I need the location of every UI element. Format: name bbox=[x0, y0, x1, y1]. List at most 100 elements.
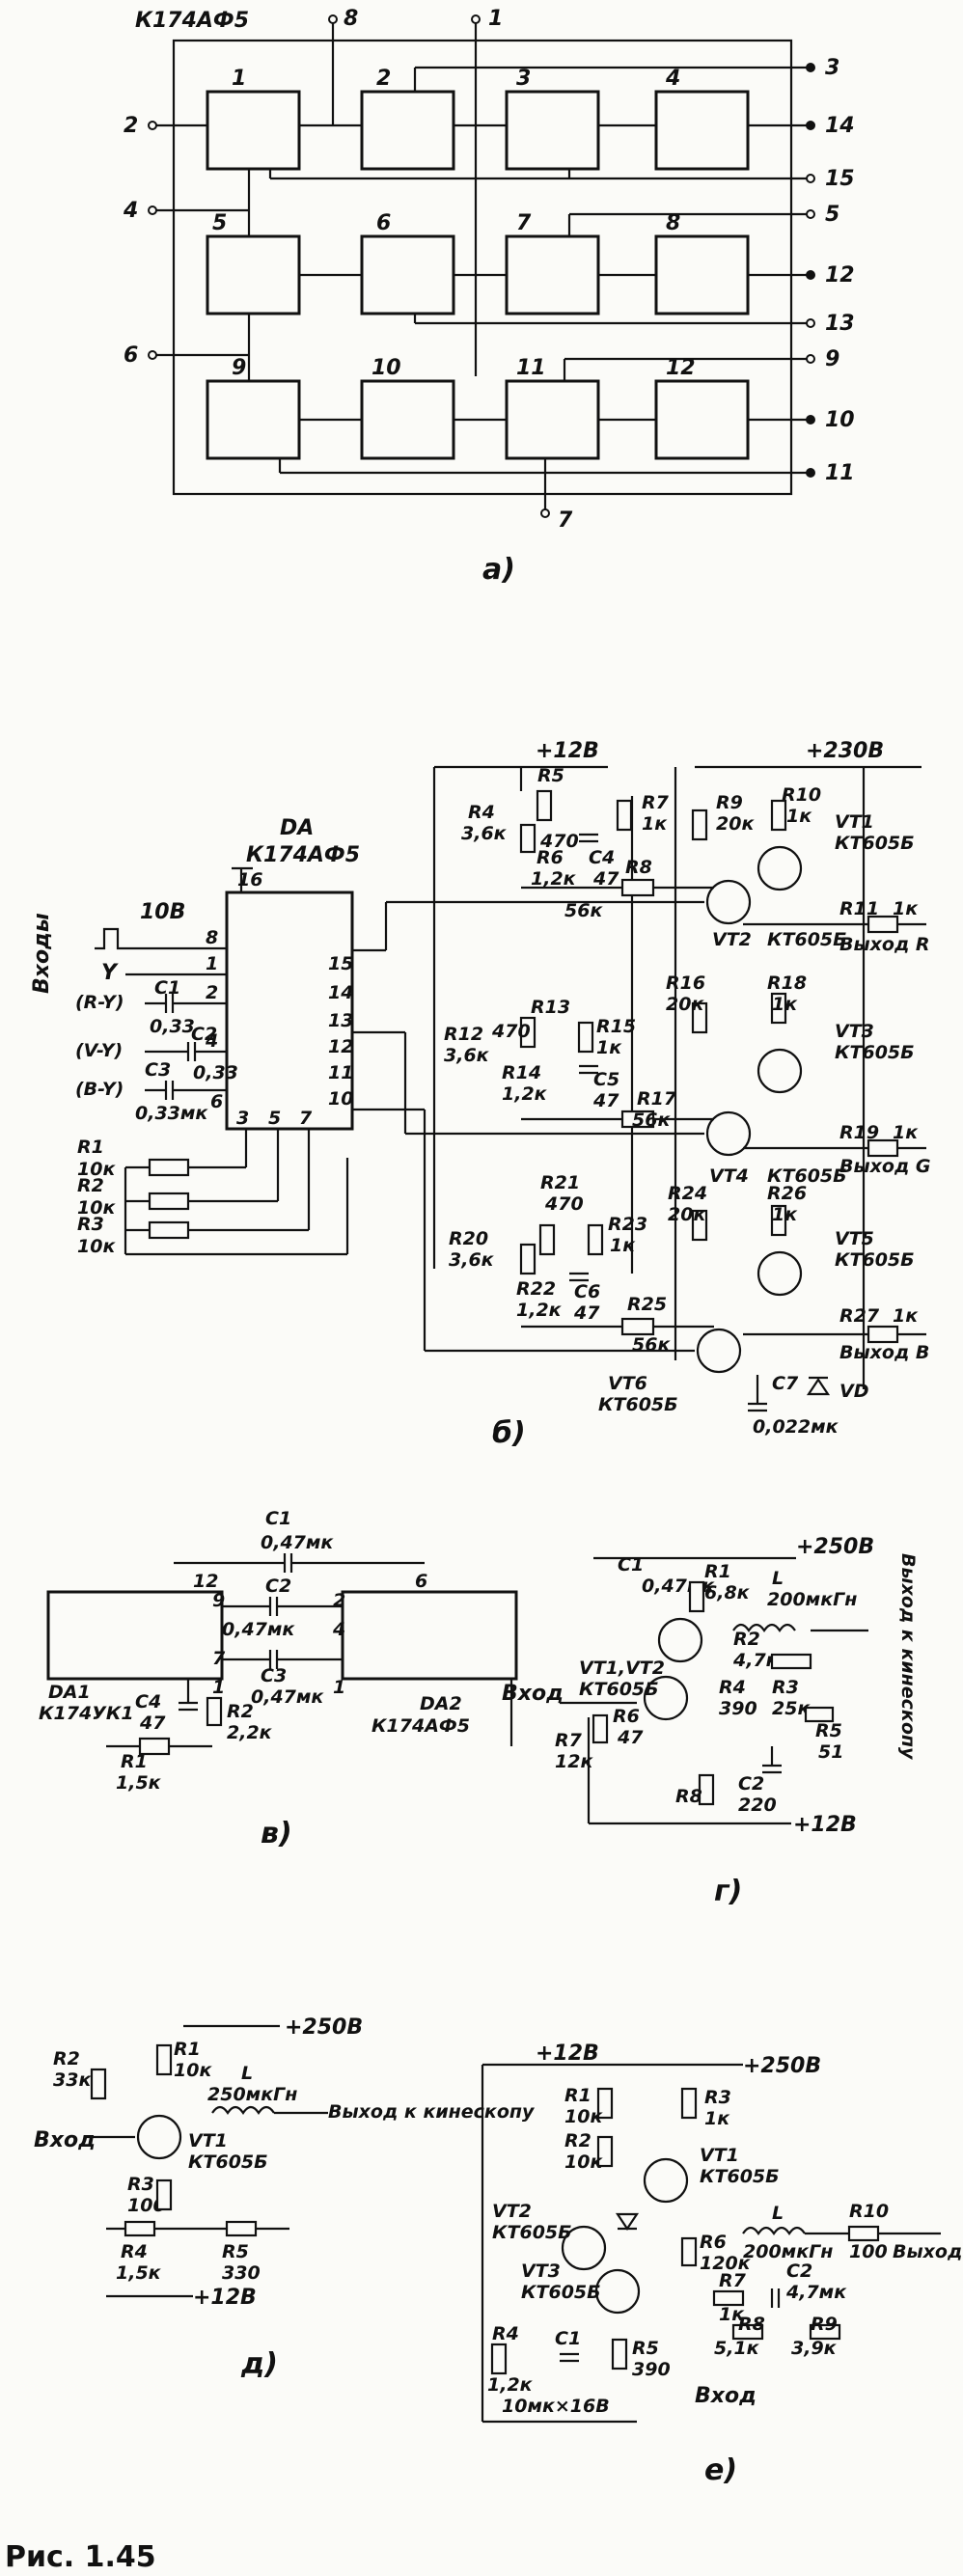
pulse-symbol bbox=[95, 927, 227, 950]
da2-ref: DA2 bbox=[420, 1693, 462, 1714]
c4-val: 47 bbox=[592, 868, 619, 890]
r1-ref: R1 bbox=[77, 1137, 104, 1158]
r4-val-d: 1,5к bbox=[116, 2262, 162, 2284]
r26-ref: R26 bbox=[767, 1183, 807, 1204]
r23-val: 1к bbox=[610, 1235, 636, 1256]
r7-ref-e: R7 bbox=[719, 2270, 747, 2291]
r2-ref-e: R2 bbox=[564, 2130, 592, 2151]
c4-val-v: 47 bbox=[139, 1713, 166, 1734]
c2-val-g: 220 bbox=[738, 1795, 777, 1816]
vt3-ref-e: VT3 bbox=[521, 2261, 561, 2282]
pin-da2-2: 2 bbox=[333, 1590, 345, 1611]
r7-val: 1к bbox=[642, 813, 668, 835]
r23-ref: R23 bbox=[608, 1214, 647, 1235]
pin-left-4: 4 bbox=[123, 199, 138, 223]
pin-da2-6: 6 bbox=[415, 1571, 427, 1592]
r5-ref: R5 bbox=[537, 765, 564, 786]
r7-val-g: 12к bbox=[555, 1751, 593, 1772]
block-3 bbox=[505, 90, 600, 171]
block-9-label: 9 bbox=[232, 356, 246, 380]
c2-ref-e: C2 bbox=[786, 2261, 812, 2282]
r4-val-e: 1,2к bbox=[487, 2374, 534, 2396]
r8-ref-e: R8 bbox=[738, 2314, 765, 2335]
c2-val-v: 0,47мк bbox=[222, 1619, 295, 1640]
l-val-g: 200мкГн bbox=[767, 1589, 857, 1610]
block-7-label: 7 bbox=[516, 211, 532, 235]
pin-left-2: 2 bbox=[124, 114, 138, 138]
r4-ref: R4 bbox=[468, 802, 495, 823]
block-1-label: 1 bbox=[232, 67, 246, 91]
r17-ref: R17 bbox=[637, 1088, 677, 1110]
r10-val: 1к bbox=[786, 806, 812, 827]
r11-val: 1к bbox=[893, 898, 919, 919]
r14-ref: R14 bbox=[502, 1062, 541, 1083]
c4-ref-v: C4 bbox=[135, 1691, 161, 1713]
input-d: Вход bbox=[34, 2128, 96, 2152]
caption-a: а) bbox=[482, 553, 515, 587]
r8-ref: R8 bbox=[625, 857, 652, 878]
channel-r: R5 470 R7 1к R4 3,6к R6 1,2к C4 47 R8 56… bbox=[352, 765, 930, 955]
chip-da bbox=[225, 891, 354, 1131]
r1-ref-d: R1 bbox=[174, 2039, 201, 2060]
figure-caption: Рис. 1.45 bbox=[5, 2540, 156, 2574]
r5-val: 470 bbox=[539, 831, 579, 852]
block-8-label: 8 bbox=[666, 211, 680, 235]
block-7 bbox=[505, 234, 600, 315]
chip-frame-a bbox=[172, 39, 793, 496]
c1-val-v: 0,47мк bbox=[261, 1532, 334, 1553]
inductor-g bbox=[732, 1623, 796, 1632]
r27-val: 1к bbox=[893, 1305, 919, 1327]
c6-val: 47 bbox=[573, 1302, 600, 1324]
block-5-label: 5 bbox=[212, 211, 227, 235]
l-val-e: 200мкГн bbox=[743, 2241, 833, 2262]
block-6-label: 6 bbox=[376, 211, 391, 235]
r9-ref-e: R9 bbox=[811, 2314, 838, 2335]
vt1-type: КТ605Б bbox=[835, 833, 915, 854]
pin-right-9: 9 bbox=[825, 347, 839, 371]
c4-ref: C4 bbox=[589, 847, 615, 868]
r4-val: 3,6к bbox=[461, 823, 508, 844]
r12-ref: R12 bbox=[444, 1024, 483, 1045]
r3-ref-g: R3 bbox=[772, 1677, 799, 1698]
right-terminals-a: 3 14 15 5 12 13 9 10 11 bbox=[806, 56, 855, 485]
r10-ref: R10 bbox=[782, 784, 821, 806]
l-ref-g: L bbox=[772, 1568, 784, 1589]
pin-right-13: 13 bbox=[328, 1010, 353, 1031]
r4-ref-d: R4 bbox=[121, 2241, 148, 2262]
r16-ref: R16 bbox=[666, 973, 705, 994]
pin-right-10: 10 bbox=[825, 408, 855, 432]
r21-val: 470 bbox=[544, 1193, 584, 1215]
diagram-b: Входы DA К174АФ5 16 10В 8 Y 1 (R-Y) C1 0… bbox=[30, 739, 931, 1450]
r1-val-e: 10к bbox=[564, 2106, 603, 2127]
block-12-label: 12 bbox=[666, 356, 696, 380]
pin-da2-1: 1 bbox=[333, 1677, 345, 1698]
diagram-a: К174АФ5 8 1 1 2 3 4 5 6 7 8 9 10 11 12 2… bbox=[123, 7, 855, 587]
r15-ref: R15 bbox=[596, 1016, 636, 1037]
pin-left-6: 6 bbox=[210, 1091, 223, 1112]
vt3-type: КТ605Б bbox=[835, 1042, 915, 1063]
vt-type-g: КТ605Б bbox=[579, 1679, 659, 1700]
output-r: Выход R bbox=[839, 934, 930, 955]
r6-val-e: 120к bbox=[700, 2253, 752, 2274]
r3-ref: R3 bbox=[77, 1214, 104, 1235]
c5-ref: C5 bbox=[593, 1069, 619, 1090]
pin-da2-4: 4 bbox=[332, 1619, 345, 1640]
pin-right-11: 11 bbox=[825, 461, 855, 485]
vt2-ref: VT2 bbox=[712, 929, 752, 950]
r21-ref: R21 bbox=[540, 1172, 580, 1193]
block-11-label: 11 bbox=[516, 356, 546, 380]
r1-val: 10к bbox=[77, 1159, 116, 1180]
vt5-type: КТ605Б bbox=[835, 1249, 915, 1271]
supply-12v-b: +12В bbox=[536, 739, 599, 763]
pin-right-13: 13 bbox=[825, 312, 855, 336]
supply-12v-g: +12В bbox=[793, 1813, 857, 1837]
block-2 bbox=[360, 90, 455, 171]
l-ref-e: L bbox=[772, 2203, 784, 2224]
r1-ref-g: R1 bbox=[704, 1561, 731, 1582]
pin-left-1: 1 bbox=[206, 953, 218, 974]
r3-val: 10к bbox=[77, 1236, 116, 1257]
vt3-type-e: КТ605Б bbox=[521, 2282, 601, 2303]
r6-val-g: 47 bbox=[617, 1727, 644, 1748]
vt1-type-e: КТ605Б bbox=[700, 2166, 780, 2187]
